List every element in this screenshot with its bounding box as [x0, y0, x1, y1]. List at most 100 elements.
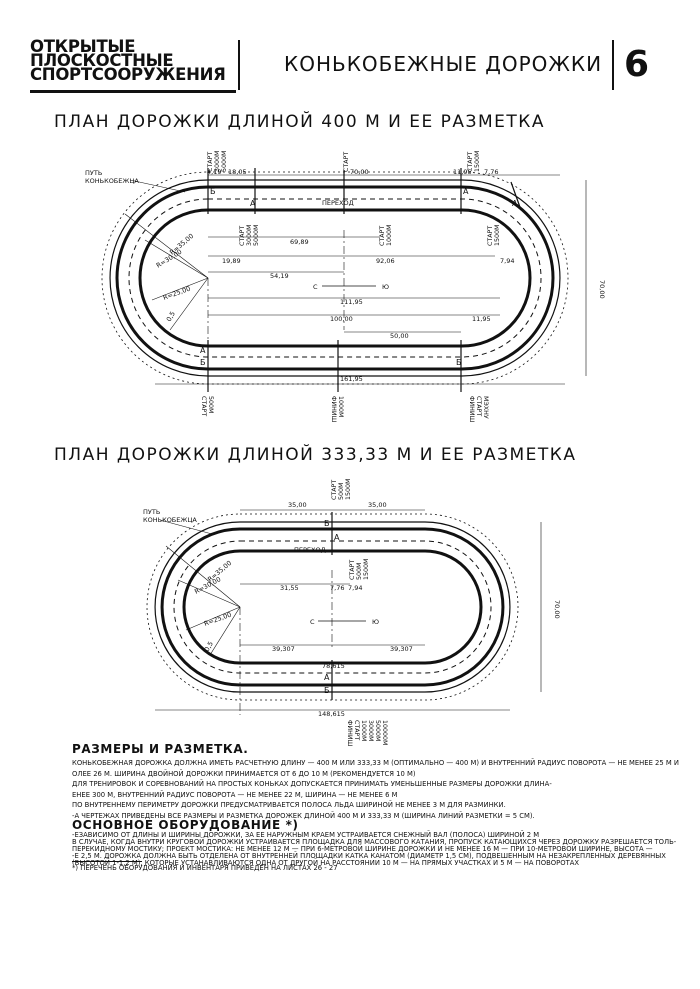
- svg-text:ФИНИШ: ФИНИШ: [346, 720, 353, 747]
- plan1-start-inner-mid: СТАРТ 1000М: [379, 225, 393, 246]
- plan1-dim-10: 54,19: [270, 272, 289, 280]
- svg-text:1000М: 1000М: [386, 225, 393, 246]
- notes-heading-2: ОСНОВНОЕ ОБОРУДОВАНИЕ *): [72, 818, 299, 832]
- plan1-axis-n: С: [313, 283, 318, 291]
- plan1-mark-3: А: [463, 187, 469, 196]
- plan1-mark-6: А: [200, 346, 206, 355]
- svg-text:5000М: 5000М: [253, 225, 260, 246]
- plan1-dim-1: 4,19: [207, 168, 221, 176]
- plan1-path-label-2: КОНЬКОБЕЖЦА: [85, 177, 139, 185]
- plan1-dim-13: 11,95: [472, 315, 491, 323]
- svg-text:1500М: 1500М: [494, 225, 501, 246]
- plan2-start-top: СТАРТ 500М 1500М: [331, 479, 352, 500]
- plan2-path-label-2: КОНЬКОБЕЖЦА: [143, 516, 197, 524]
- section-line-1: ОТКРЫТЫЕ: [30, 37, 136, 56]
- plan2-dim-7: 39,307: [390, 645, 413, 653]
- plan2-dim-10: 70,00: [553, 600, 561, 619]
- plan2-radius-4: 0,5: [203, 640, 215, 653]
- plan1-dim-4: 11,95: [453, 168, 472, 176]
- plan2-track: [146, 509, 542, 715]
- svg-text:1500М: 1500М: [363, 559, 370, 580]
- svg-text:МЭХНУ: МЭХНУ: [482, 396, 489, 419]
- plan2-path-label-1: ПУТЬ: [143, 508, 160, 516]
- plan2-mark-2: А: [334, 533, 340, 542]
- svg-text:1000М: 1000М: [360, 720, 367, 741]
- plan1-start-top-mid: СТАРТ: [343, 152, 350, 172]
- plan1-dim-2: 18,05: [228, 168, 247, 176]
- svg-text:10000М: 10000М: [381, 720, 388, 745]
- plan2-dim-1: 35,00: [288, 501, 307, 509]
- section-label: ОТКРЫТЫЕ ПЛОСКОСТНЫЕ СПОРТСООРУЖЕНИЯ: [30, 37, 236, 90]
- notes-block-1: КОНЬКОБЕЖНАЯ ДОРОЖКА ДОЛЖНА ИМЕТЬ РАСЧЕТ…: [72, 758, 679, 821]
- sheet-number: 6: [624, 44, 650, 85]
- plan2-dim-2: 35,00: [368, 501, 387, 509]
- section-underline: [30, 90, 236, 93]
- plan2-dim-9: 148,615: [318, 710, 345, 718]
- plan2-axis-n: С: [310, 618, 315, 626]
- svg-text:500М: 500М: [338, 483, 345, 500]
- note-line: В СЛУЧАЕ, КОГДА ВНУТРИ КРУГОВОЙ ДОРОЖКИ …: [72, 838, 677, 846]
- plan1-track: [101, 168, 587, 392]
- note-line: ОЛЕЕ 26 М. ШИРИНА ДВОЙНОЙ ДОРОЖКИ ПРИНИМ…: [72, 769, 416, 778]
- header-divider-1: [238, 40, 240, 90]
- plan1-crossing: ПЕРЕХОД: [322, 199, 354, 207]
- plan2-title: ПЛАН ДОРОЖКИ ДЛИНОЙ 333,33 М И ЕЕ РАЗМЕТ…: [54, 445, 577, 465]
- plan2-dim-4: 7,76: [330, 584, 344, 592]
- note-line: ПО ВНУТРЕННЕМУ ПЕРИМЕТРУ ДОРОЖКИ ПРЕДУСМ…: [72, 801, 506, 809]
- plan1-start-inner-left: СТАРТ 3000М 5000М: [239, 225, 260, 246]
- plan1-inner-lane: [138, 208, 532, 348]
- svg-text:5000М: 5000М: [221, 151, 228, 172]
- svg-text:СТАРТ: СТАРТ: [353, 720, 360, 740]
- svg-text:5000М: 5000М: [374, 720, 381, 741]
- note-line: (ВЫСОТОЙ 1-1,2 М), КОТОРЫЕ УСТАНАВЛИВАЮТ…: [72, 859, 580, 867]
- plan1-start-top-left: СТАРТ 3000М 5000М: [207, 151, 228, 172]
- plan2-dim-3: 31,55: [280, 584, 299, 592]
- plan1-dim-8: 92,06: [376, 257, 395, 265]
- svg-text:3000М: 3000М: [214, 151, 221, 172]
- plan1-mark-7: Б: [456, 358, 462, 367]
- plan1-mark-5: Б: [200, 358, 206, 367]
- footnote: *) ПЕРЕЧЕНЬ ОБОРУДОВАНИЯ И ИНВЕНТАРЯ ПРИ…: [72, 864, 338, 872]
- notes-block-2: -ЕЗАВИСИМО ОТ ДЛИНЫ И ШИРИНЫ ДОРОЖКИ, ЗА…: [72, 832, 676, 867]
- plan2-radius-3: R=25,00: [203, 611, 233, 628]
- plan1-divider: [128, 198, 542, 358]
- svg-text:ФИНИШ: ФИНИШ: [468, 396, 475, 423]
- note-line: КОНЬКОБЕЖНАЯ ДОРОЖКА ДОЛЖНА ИМЕТЬ РАСЧЕТ…: [72, 759, 679, 767]
- note-line: ДЛЯ ТРЕНИРОВОК И СОРЕВНОВАНИЙ НА ПРОСТЫХ…: [72, 780, 552, 788]
- svg-text:СТАРТ: СТАРТ: [475, 396, 482, 416]
- plan2-labels: ПУТЬ КОНЬКОБЕЖЦА ПЕРЕХОД 35,00 35,00 31,…: [143, 479, 561, 747]
- svg-text:3000М: 3000М: [246, 225, 253, 246]
- plan1-dim-16: 70,00: [598, 280, 606, 299]
- plan2-dim-5: 7,94: [348, 584, 362, 592]
- plan1-finish-bottom-right: ФИНИШ СТАРТ МЭХНУ: [468, 396, 489, 423]
- plan2-mark-4: Б: [324, 686, 330, 695]
- plan1-axis-s: Ю: [382, 283, 389, 291]
- svg-text:СТАРТ: СТАРТ: [207, 152, 214, 172]
- svg-text:1500М: 1500М: [474, 151, 481, 172]
- plan1-finish-bottom-mid: ФИНИШ 1000М: [330, 396, 344, 423]
- plan1-dim-3: 70,00: [350, 168, 369, 176]
- svg-text:СТАРТ: СТАРТ: [331, 480, 338, 500]
- plan1-dim-6: 69,89: [290, 238, 309, 246]
- svg-text:СТАРТ: СТАРТ: [349, 560, 356, 580]
- plan1-title: ПЛАН ДОРОЖКИ ДЛИНОЙ 400 М И ЕЕ РАЗМЕТКА: [54, 112, 545, 132]
- svg-text:СТАРТ: СТАРТ: [200, 396, 207, 416]
- plan2-mark-3: А: [324, 673, 330, 682]
- svg-text:СТАРТ: СТАРТ: [467, 152, 474, 172]
- svg-text:СТАРТ: СТАРТ: [487, 226, 494, 246]
- plan1-dim-5: 7,76: [484, 168, 498, 176]
- plan1-path-label-1: ПУТЬ: [85, 169, 102, 177]
- plan2-crossing: ПЕРЕХОД: [294, 546, 326, 554]
- section-line-2: ПЛОСКОСТНЫЕ: [30, 51, 174, 70]
- svg-text:СТАРТ: СТАРТ: [343, 152, 350, 172]
- svg-text:1500М: 1500М: [345, 479, 352, 500]
- plan1-outer-edge: [109, 179, 561, 377]
- plan1-mark-2: Б: [210, 187, 216, 196]
- svg-text:СТАРТ: СТАРТ: [239, 226, 246, 246]
- plan1-start-inner-right: СТАРТ 1500М: [487, 225, 501, 246]
- plan1-mark-1: А: [250, 199, 256, 208]
- note-line: -ЕЗАВИСИМО ОТ ДЛИНЫ И ШИРИНЫ ДОРОЖКИ, ЗА…: [72, 831, 540, 839]
- plan1-dim-12: 100,00: [330, 315, 353, 323]
- svg-text:500М: 500М: [207, 396, 214, 413]
